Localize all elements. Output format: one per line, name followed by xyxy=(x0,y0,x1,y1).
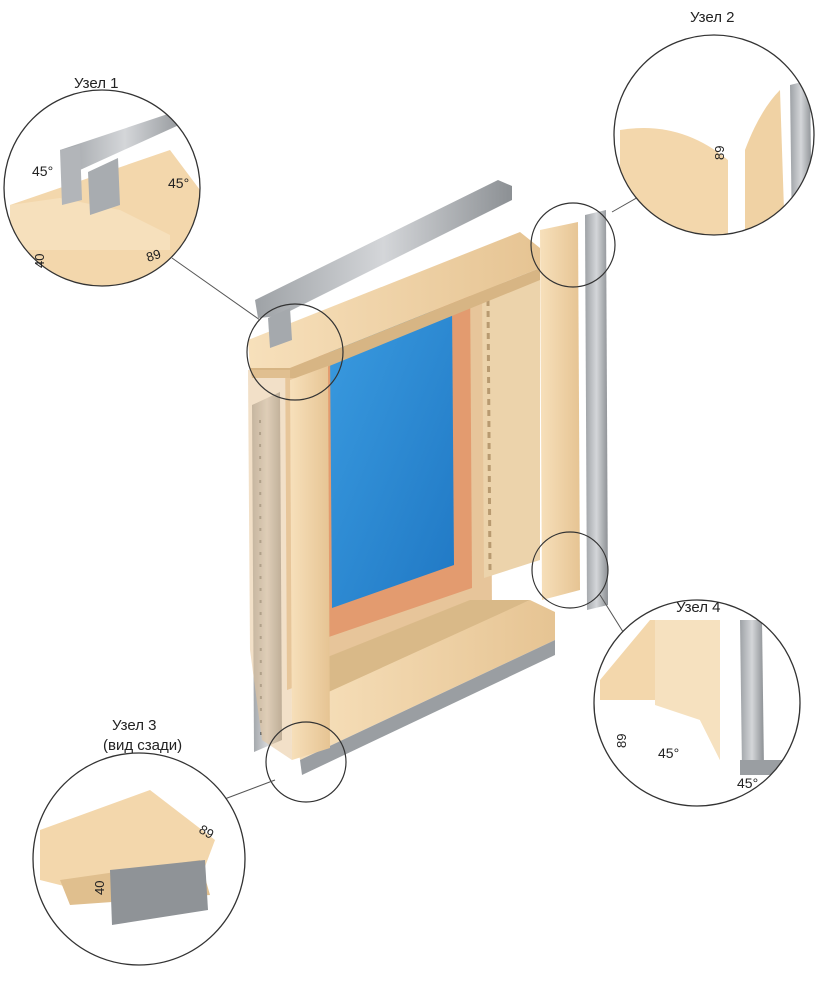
sill-top xyxy=(300,600,530,705)
detail-1-dim-b: 89 xyxy=(144,246,162,265)
detail-node-4: Узел 4 89 45° 45° xyxy=(593,599,801,807)
detail-1-angle-b: 45° xyxy=(168,175,189,191)
top-trim-board xyxy=(248,232,540,368)
right-reveal-panel xyxy=(482,270,540,578)
top-j-profile xyxy=(255,180,512,318)
leader-node-3 xyxy=(221,779,276,801)
leader-node-4 xyxy=(599,594,626,636)
detail-3-circle xyxy=(32,752,246,966)
left-trim-back xyxy=(248,370,292,760)
detail-2-title: Узел 2 xyxy=(690,9,735,26)
marker-node-4 xyxy=(531,531,609,609)
detail-3-dim-b: 40 xyxy=(92,881,107,895)
marker-node-1 xyxy=(246,303,344,401)
detail-4-angle-b: 45° xyxy=(737,775,758,791)
detail-3-dim-a: 89 xyxy=(197,822,217,842)
detail-1-dim-a: 40 xyxy=(32,254,47,268)
leader-node-1 xyxy=(171,257,261,321)
detail-2-circle xyxy=(613,34,815,236)
detail-4-title: Узел 4 xyxy=(676,599,721,616)
leader-node-2 xyxy=(611,195,641,213)
j-profile-right-inner xyxy=(486,299,492,571)
marker-node-2 xyxy=(530,202,616,288)
detail-4-circle xyxy=(593,599,801,807)
detail-1-angle-a: 45° xyxy=(32,163,53,179)
left-trim-board xyxy=(290,366,330,760)
right-trim-board xyxy=(540,222,580,600)
window-assembly xyxy=(171,180,641,803)
detail-1-title: Узел 1 xyxy=(74,75,119,92)
detail-node-2: Узел 2 89 xyxy=(613,9,815,236)
detail-1-circle xyxy=(3,89,201,287)
right-j-profile xyxy=(585,210,608,610)
detail-4-dim-a: 89 xyxy=(614,734,629,748)
detail-4-angle-a: 45° xyxy=(658,745,679,761)
top-profile-end xyxy=(268,308,292,348)
marker-node-3 xyxy=(265,721,347,803)
sill-board xyxy=(295,600,555,760)
detail-3-subtitle: (вид сзади) xyxy=(103,737,182,754)
detail-3-title: Узел 3 xyxy=(112,717,157,734)
detail-2-dim-a: 89 xyxy=(712,146,727,160)
bottom-profile xyxy=(300,640,555,775)
window-glass xyxy=(330,304,454,608)
detail-node-1: Узел 1 45° 45° 40 89 xyxy=(3,75,201,287)
detail-node-3: Узел 3 (вид сзади) 89 40 xyxy=(32,717,246,966)
